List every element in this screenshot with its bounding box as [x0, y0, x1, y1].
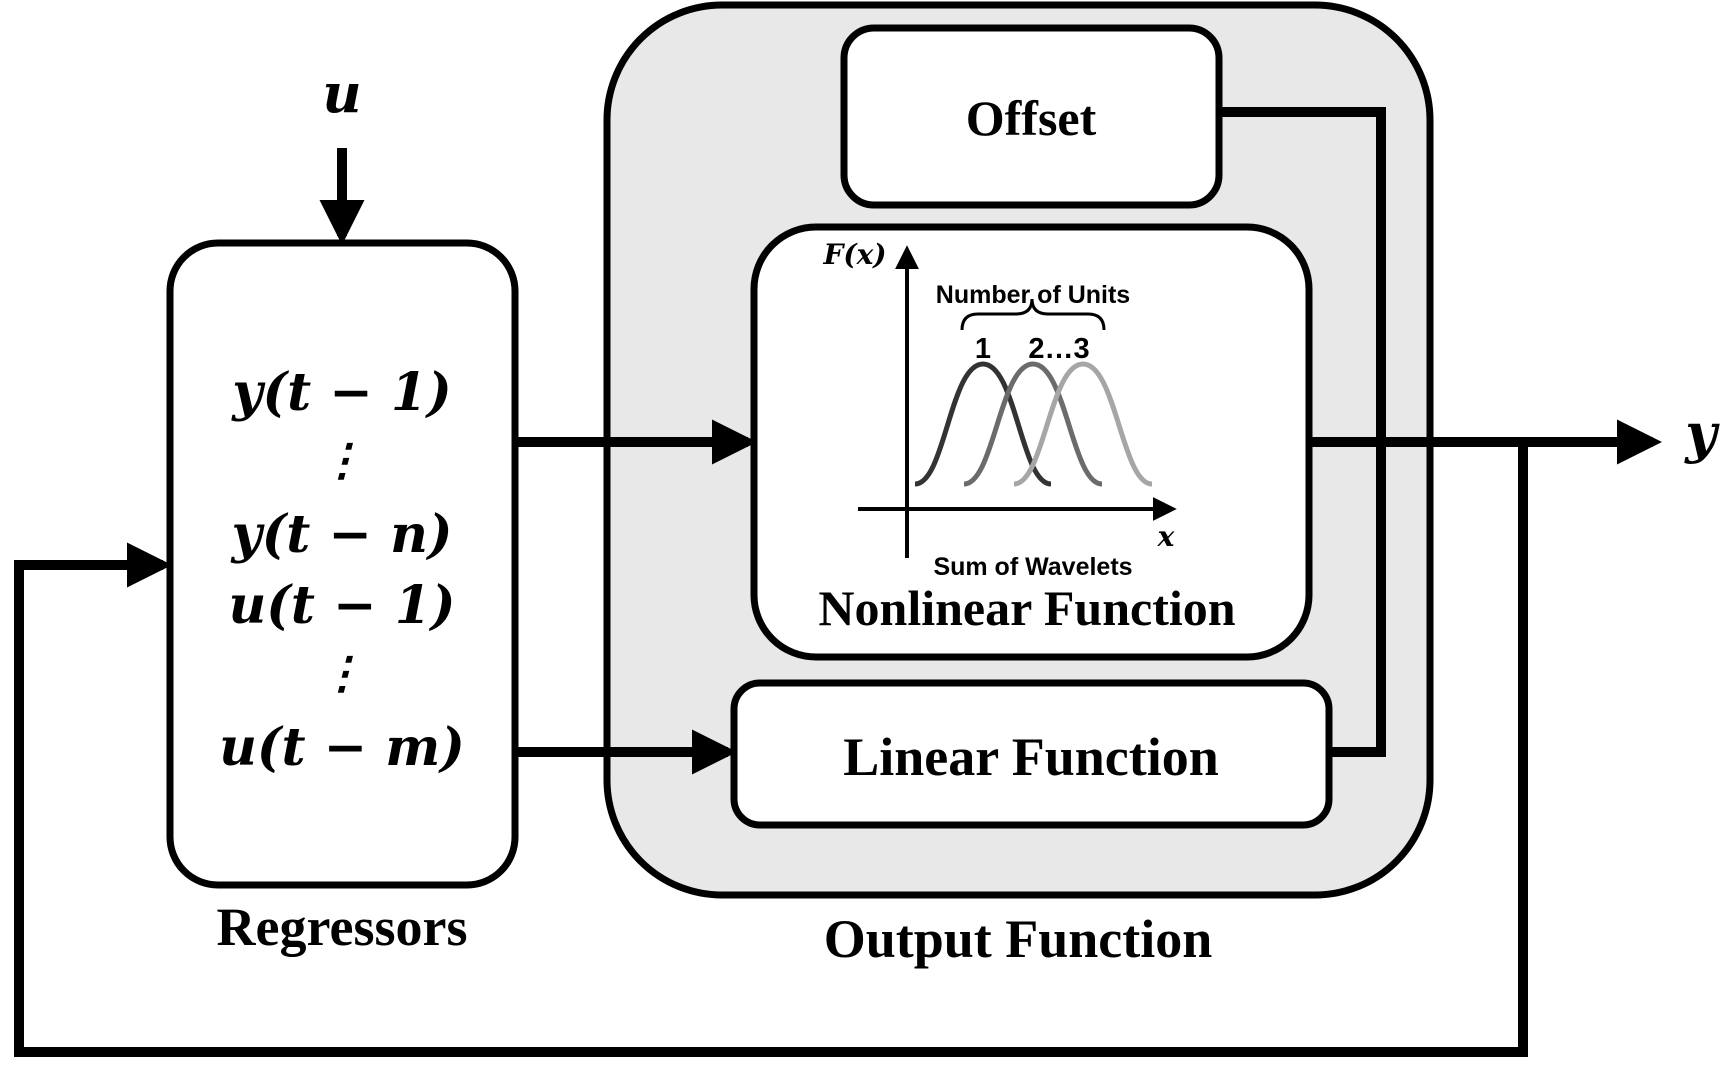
regressor-ellipsis: ⋮ — [320, 435, 364, 486]
units-brace — [960, 298, 1106, 331]
linear-function-label: Linear Function — [843, 727, 1219, 787]
regressor-item: u(t − 1) — [229, 575, 456, 636]
offset-label: Offset — [966, 90, 1097, 146]
regressor-item: y(t − 1) — [231, 362, 451, 423]
unit-number: 2…3 — [1028, 333, 1089, 365]
x-axis-label: x — [1157, 520, 1175, 553]
output-label: y — [1684, 401, 1720, 465]
regressor-items: y(t − 1) ⋮ y(t − n) u(t − 1) ⋮ u(t − m) — [219, 362, 465, 778]
wavelet-curve — [914, 361, 1052, 487]
offset-box — [840, 24, 1223, 209]
feedback-line — [14, 442, 1528, 1057]
wavelet-curve — [1013, 361, 1153, 487]
nonlinear-function-label: Nonlinear Function — [818, 580, 1235, 636]
wavelet-curve — [963, 361, 1103, 487]
output-function-label: Output Function — [824, 909, 1213, 969]
regressors-label: Regressors — [217, 897, 468, 957]
regressor-ellipsis: ⋮ — [320, 648, 364, 699]
regressor-item: u(t − m) — [219, 717, 465, 778]
regressor-item: y(t − n) — [230, 504, 452, 565]
input-label: u — [322, 61, 361, 125]
unit-number: 1 — [975, 333, 991, 365]
wavelet-chart: F(x) x Number of Units 1 2…3 Sum of Wave… — [822, 238, 1177, 581]
y-axis-label: F(x) — [822, 238, 886, 271]
wavelets-label: Sum of Wavelets — [933, 553, 1132, 581]
offset-connector — [1222, 107, 1386, 757]
